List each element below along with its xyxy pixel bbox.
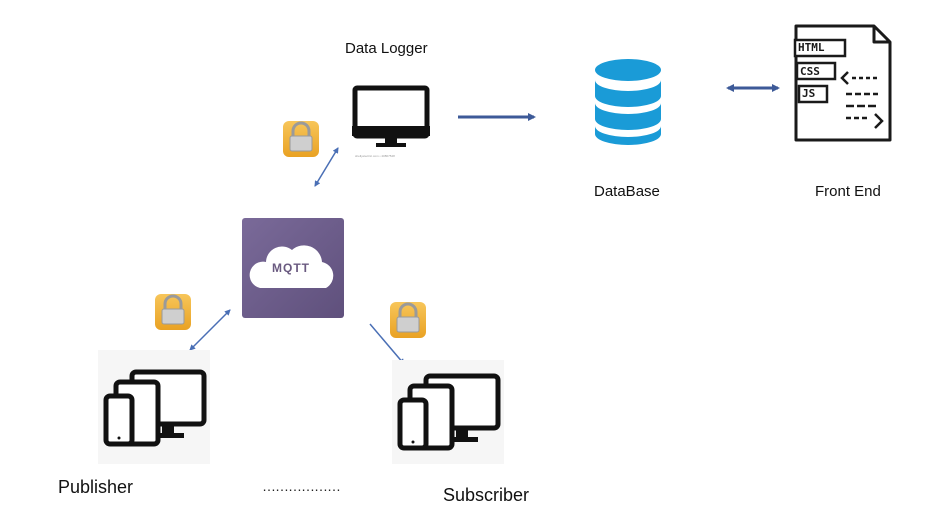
mqtt-label: MQTT <box>272 261 310 275</box>
lock-icon <box>155 294 191 330</box>
monitor-caption: shellyelectric.com • 40867548 <box>355 154 395 158</box>
edge-publisher-broker <box>189 309 231 351</box>
edge-broker-logger <box>314 147 339 187</box>
js-tag-label: JS <box>802 87 816 100</box>
css-tag-label: CSS <box>800 65 820 78</box>
html-tag-label: HTML <box>798 41 825 54</box>
database-icon <box>595 59 661 145</box>
code-document-icon <box>793 24 892 142</box>
cloud-icon <box>249 245 334 288</box>
mqtt-broker-tile <box>242 218 344 318</box>
monitor-icon <box>352 85 430 147</box>
publisher-label: Publisher <box>58 477 134 497</box>
database-label: DataBase <box>594 183 660 200</box>
ellipsis-label: ……………… <box>262 478 341 494</box>
publisher-devices-icon <box>98 350 210 464</box>
front-end-label: Front End <box>815 183 881 200</box>
subscriber-devices-icon <box>392 360 504 464</box>
lock-icon <box>390 302 426 338</box>
lock-icon <box>283 121 319 157</box>
subscriber-label: Subscriber <box>443 485 530 505</box>
edge-broker-subscriber <box>369 323 405 365</box>
data-logger-label: Data Logger <box>345 40 428 57</box>
